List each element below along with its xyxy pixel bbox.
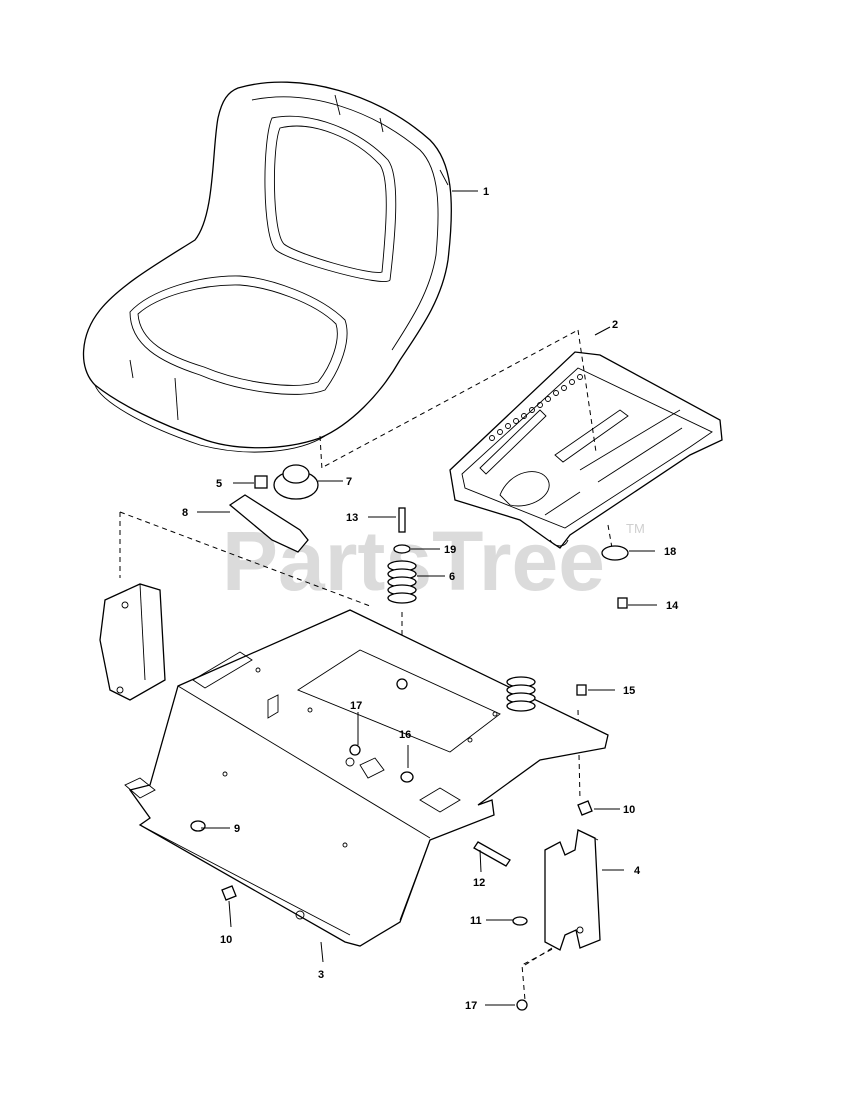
callout-18: 18 [664, 546, 676, 558]
nut-part-17-b [516, 999, 528, 1011]
bracket-left [99, 583, 166, 701]
callout-7: 7 [346, 476, 352, 488]
spring-on-pan [506, 676, 536, 712]
callout-9: 9 [234, 823, 240, 835]
alignment-lines [119, 329, 613, 1001]
bolt-part-14 [617, 597, 628, 609]
plug-part-9 [190, 820, 206, 832]
callout-16: 16 [399, 729, 411, 741]
bolt-part-12 [473, 841, 511, 867]
leader-lines [197, 190, 657, 1006]
callout-6: 6 [449, 571, 455, 583]
knob-part-7 [273, 464, 319, 500]
bracket-part-4[interactable] [544, 829, 601, 951]
washer-part-18 [601, 545, 629, 561]
callout-10b: 10 [623, 804, 635, 816]
nut-part-5 [254, 475, 268, 489]
callout-13: 13 [346, 512, 358, 524]
washer-part-19 [393, 544, 411, 554]
spring-part-6 [387, 560, 417, 604]
seat-plate-part-2[interactable] [449, 351, 723, 549]
watermark-trademark: TM [626, 521, 645, 536]
callout-19: 19 [444, 544, 456, 556]
callout-11: 11 [470, 915, 482, 927]
callout-17a: 17 [350, 700, 362, 712]
pin-part-11 [512, 916, 528, 926]
bolt-part-15 [576, 684, 587, 696]
callout-12: 12 [473, 877, 485, 889]
nut-part-17 [349, 744, 361, 756]
callout-3: 3 [318, 969, 324, 981]
callout-labels: 1 2 3 4 5 6 7 8 9 10 10 11 12 13 14 15 1… [182, 186, 679, 1012]
callout-4: 4 [634, 865, 641, 877]
bolt-part-13 [398, 507, 406, 533]
callout-8: 8 [182, 507, 188, 519]
clip-nut-part-10 [221, 885, 237, 901]
callout-5: 5 [216, 478, 222, 490]
callout-2: 2 [612, 319, 618, 331]
adjustment-slots [489, 374, 583, 441]
latch-part-8 [228, 494, 309, 553]
callout-14: 14 [666, 600, 679, 612]
callout-10a: 10 [220, 934, 232, 946]
callout-1: 1 [483, 186, 489, 198]
seat-pan-part-3[interactable] [124, 609, 609, 947]
clip-nut-part-10-b [577, 800, 593, 816]
hardware [190, 464, 629, 1011]
grommet-part-16 [400, 771, 414, 783]
seat-part-1[interactable] [82, 81, 452, 453]
callout-17b: 17 [465, 1000, 477, 1012]
callout-15: 15 [623, 685, 635, 697]
